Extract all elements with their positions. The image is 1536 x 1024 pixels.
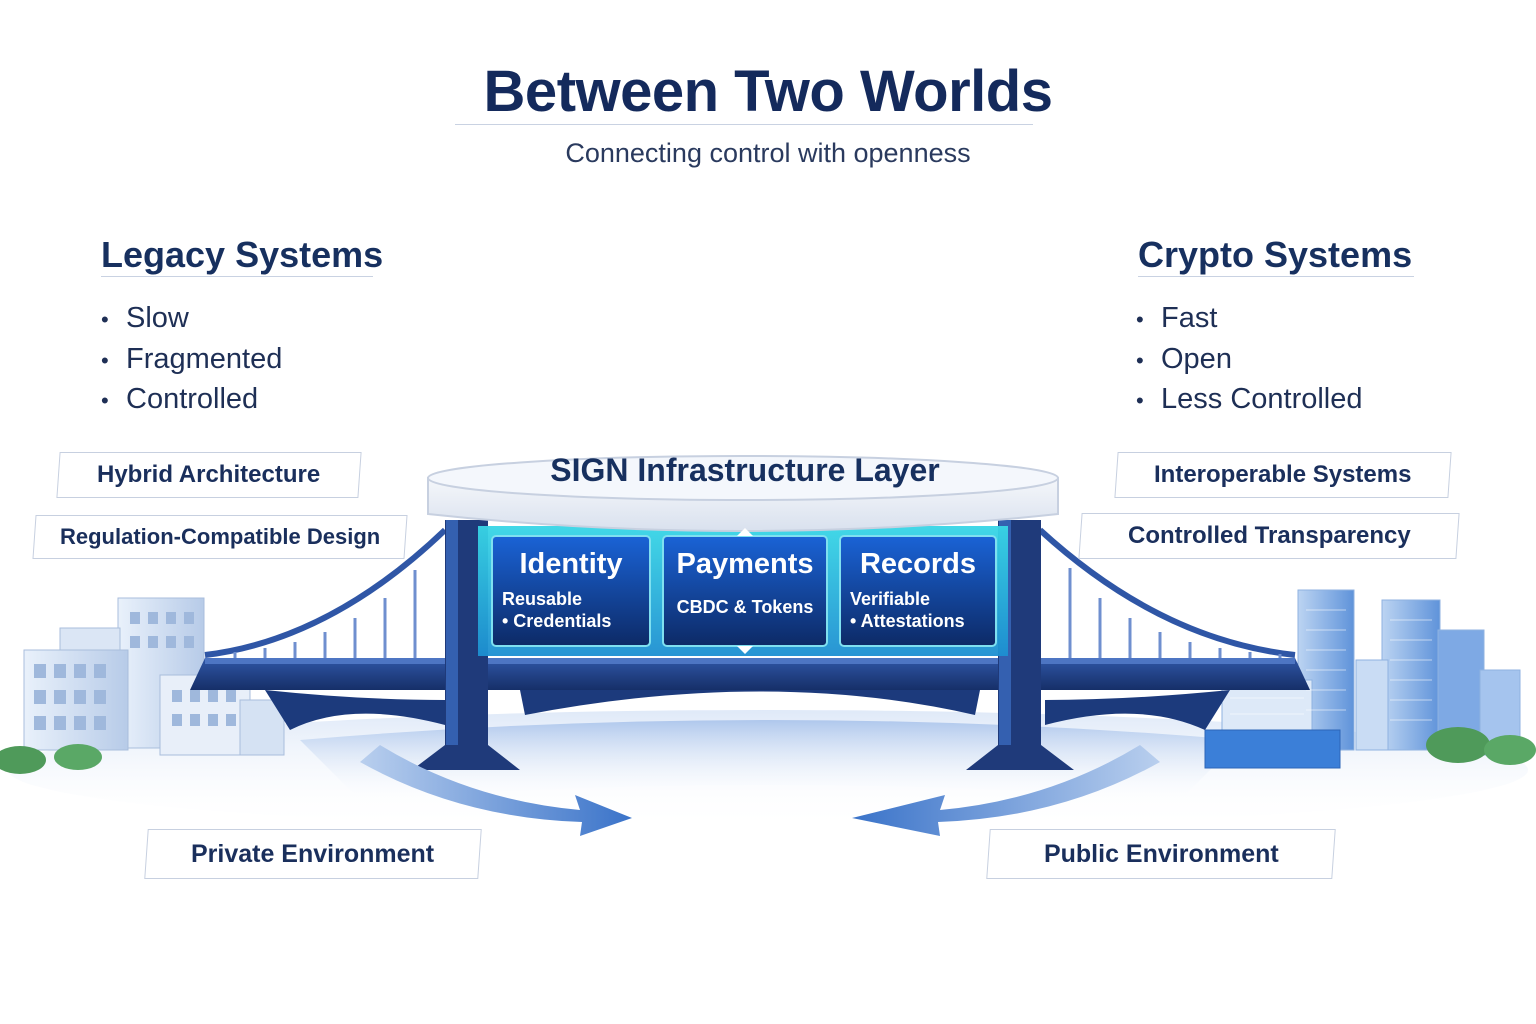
interoperable-systems-tag: Interoperable Systems — [1114, 452, 1452, 498]
crypto-city-buildings — [1204, 589, 1536, 769]
legacy-bullet-item: • Fragmented — [101, 339, 282, 380]
bullet-glyph: • — [1136, 347, 1144, 373]
panel-line: • Credentials — [502, 611, 612, 631]
regulation-compatible-design-tag: Regulation-Compatible Design — [32, 515, 408, 559]
identity-panel-description: Reusable • Credentials — [502, 588, 611, 632]
payments-panel: Payments CBDC & Tokens — [663, 536, 827, 646]
bullet-glyph: • — [1136, 307, 1144, 332]
controlled-transparency-tag: Controlled Transparency — [1078, 513, 1460, 559]
identity-panel-title: Identity — [519, 548, 623, 580]
panel-line: CBDC & Tokens — [676, 597, 814, 617]
legacy-systems-heading: Legacy Systems — [101, 234, 384, 275]
legacy-heading-divider — [101, 276, 373, 277]
legacy-bullet-item: • Controlled — [101, 379, 282, 420]
private-environment-arrow — [360, 745, 632, 836]
panel-backgrounds — [491, 528, 997, 654]
crypto-bullet-item: • Less Controlled — [1136, 379, 1363, 420]
crypto-heading-divider — [1138, 276, 1414, 277]
panel-line: Verifiable — [850, 589, 931, 609]
bullet-text: Fragmented — [126, 342, 283, 375]
panel-line: • Attestations — [850, 611, 965, 631]
tag-label: Controlled Transparency — [1127, 522, 1411, 549]
bullet-text: Controlled — [126, 383, 259, 415]
sign-infrastructure-layer-label: SIGN Infrastructure Layer — [550, 452, 940, 488]
tag-label: Hybrid Architecture — [97, 461, 321, 488]
tag-label: Interoperable Systems — [1154, 461, 1412, 488]
bullet-text: Fast — [1161, 302, 1218, 334]
bullet-text: Open — [1161, 342, 1232, 375]
bullet-text: Less Controlled — [1161, 383, 1363, 415]
records-panel-description: Verifiable • Attestations — [850, 588, 965, 632]
crypto-bullet-list: • Fast • Open • Less Controlled — [1136, 298, 1363, 420]
title-divider — [455, 124, 1033, 125]
tag-label: Public Environment — [1043, 839, 1279, 868]
tag-label: Regulation-Compatible Design — [59, 524, 381, 549]
crypto-bullet-item: • Open — [1136, 339, 1363, 380]
page-subtitle: Connecting control with openness — [565, 138, 971, 168]
identity-panel: Identity Reusable • Credentials — [492, 536, 650, 646]
bullet-glyph: • — [1136, 388, 1144, 413]
page-title: Between Two Worlds — [483, 59, 1053, 124]
bullet-text: Slow — [126, 302, 189, 334]
bullet-glyph: • — [101, 388, 109, 413]
infrastructure-drum — [427, 455, 1059, 532]
payments-panel-title: Payments — [676, 548, 814, 580]
public-environment-tag: Public Environment — [986, 829, 1336, 879]
crypto-systems-heading: Crypto Systems — [1138, 234, 1413, 275]
crypto-bullet-item: • Fast — [1136, 298, 1363, 339]
legacy-bullet-list: • Slow • Fragmented • Controlled — [101, 298, 282, 420]
public-environment-arrow — [852, 745, 1160, 836]
hybrid-architecture-tag: Hybrid Architecture — [56, 452, 362, 498]
records-panel: Records Verifiable • Attestations — [840, 536, 996, 646]
bullet-glyph: • — [101, 347, 109, 373]
bullet-glyph: • — [101, 307, 109, 332]
tag-label: Private Environment — [191, 839, 435, 868]
legacy-bullet-item: • Slow — [101, 298, 282, 339]
panel-line: Reusable — [502, 589, 583, 609]
payments-panel-description: CBDC & Tokens — [663, 596, 827, 618]
private-environment-tag: Private Environment — [144, 829, 482, 879]
records-panel-title: Records — [859, 548, 977, 580]
